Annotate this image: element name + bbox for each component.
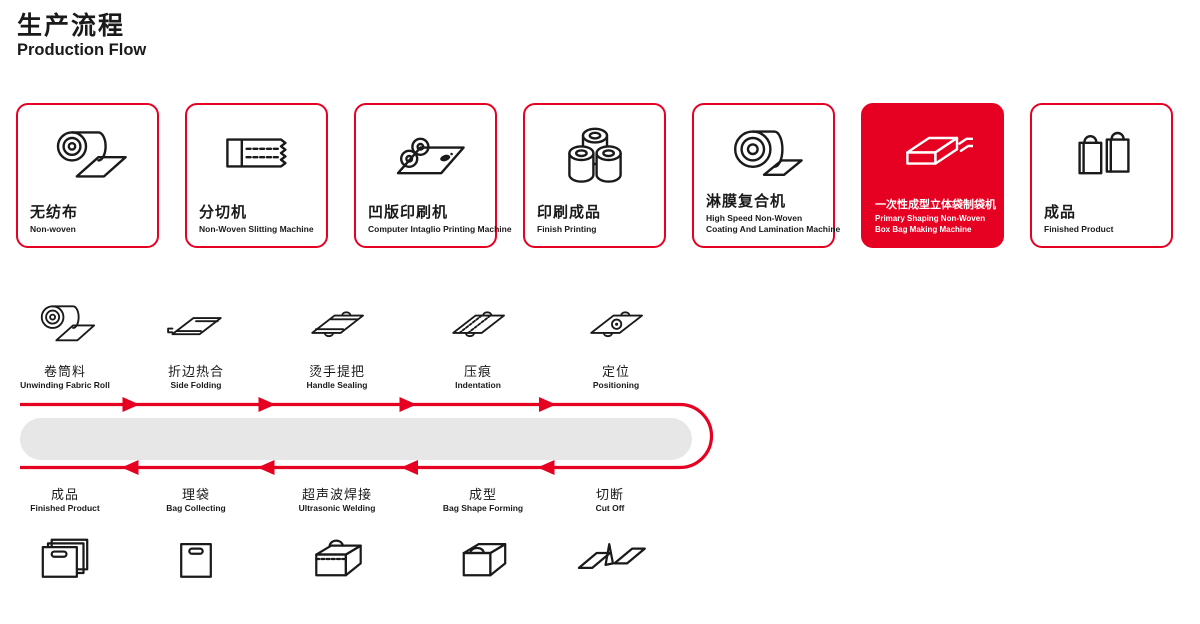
slitting-icon [187,114,326,194]
card-labels: 无纺布 Non-woven [30,201,152,235]
flatbag-icon [121,514,271,598]
bags2-icon [1032,114,1171,194]
card-labels: 分切机 Non-Woven Slitting Machine [199,201,321,235]
flow-arrow [122,397,140,412]
station-label-zh: 折边热合 [167,364,224,379]
position-icon [541,292,691,361]
flow-arrow [399,397,417,412]
card-labels: 印刷成品 Finish Printing [537,201,659,235]
page-title-en: Production Flow [17,40,147,59]
card-labels: 凹版印刷机 Computer Intaglio Printing Machine [368,201,512,235]
station-label-zh: 定位 [601,364,630,379]
station-label-en: Handle Sealing [306,380,368,390]
station-label-en: Finished Product [30,503,100,513]
flow-arrow [537,460,555,475]
station-label-en: Unwinding Fabric Roll [20,380,110,390]
machine-card-2: 分切机 Non-Woven Slitting Machine [185,103,328,248]
boxbag-icon [863,114,1002,194]
machine-card-5: 淋膜复合机 High Speed Non-Woven Coating And La… [692,103,841,248]
station-label-zh: 成品 [50,487,79,502]
fold-icon [121,292,271,361]
cut-icon [535,514,685,598]
weld-icon [262,514,412,598]
machine-card-3: 凹版印刷机 Computer Intaglio Printing Machine [354,103,512,248]
lamination-icon [694,114,833,194]
machine-card-7: 成品 Finished Product [1030,103,1173,248]
station-label-zh: 理袋 [181,487,210,502]
card-label-en: Primary Shaping Non-Woven Box Bag Making… [875,214,986,234]
station-label-zh: 烫手提把 [308,364,365,379]
card-label-en: Non-Woven Slitting Machine [199,223,314,234]
page-title-zh: 生产流程 [17,12,126,40]
station-label-zh: 压痕 [463,364,492,379]
card-label-zh: 凹版印刷机 [368,203,449,221]
rolls3-icon [525,114,664,194]
station-label-en: Ultrasonic Welding [298,503,376,513]
station-label-zh: 切断 [595,487,624,502]
flow-loop-line [20,402,714,470]
card-label-en: Finish Printing [537,223,597,234]
flow-arrow [401,460,418,475]
station-label-en: Side Folding [170,380,222,390]
station-label-zh: 超声波焊接 [301,487,372,502]
station-label-zh: 成型 [468,487,497,502]
station-label-en: Positioning [592,380,640,390]
card-label-zh: 一次性成型立体袋制袋机 [875,199,996,212]
page-header: 生产流程 Production Flow [17,12,146,59]
card-label-zh: 分切机 [199,203,248,221]
intaglio-icon [356,114,495,194]
machine-card-6: 一次性成型立体袋制袋机 Primary Shaping Non-Woven Box… [861,103,1004,248]
card-label-zh: 淋膜复合机 [706,192,787,210]
flow-arrow [539,397,556,412]
card-labels: 一次性成型立体袋制袋机 Primary Shaping Non-Woven Box… [875,196,997,235]
card-label-zh: 无纺布 [30,203,79,221]
machine-card-1: 无纺布 Non-woven [16,103,159,248]
flow-arrow [258,397,276,412]
station-label-en: Bag Shape Forming [442,503,524,513]
station-label-en: Bag Collecting [166,503,226,513]
handle-icon [262,292,412,361]
card-label-zh: 成品 [1044,203,1077,221]
indent-icon [403,292,553,361]
card-label-en: Non-woven [30,223,76,234]
card-label-en: Computer Intaglio Printing Machine [368,223,512,234]
flow-arrow [257,460,275,475]
roll-icon [18,114,157,194]
roll-icon [0,292,140,361]
card-label-en: High Speed Non-Woven Coating And Laminat… [706,212,841,234]
station-label-zh: 卷筒料 [43,364,86,379]
station-label-en: Cut Off [595,503,625,513]
card-label-en: Finished Product [1044,223,1114,234]
machine-card-4: 印刷成品 Finish Printing [523,103,666,248]
flow-arrow [121,460,139,475]
stack-icon [0,514,140,598]
card-labels: 成品 Finished Product [1044,201,1166,235]
card-labels: 淋膜复合机 High Speed Non-Woven Coating And La… [706,190,841,235]
conveyor-track [20,418,692,460]
station-label-en: Indentation [455,380,501,390]
card-label-zh: 印刷成品 [537,203,602,221]
